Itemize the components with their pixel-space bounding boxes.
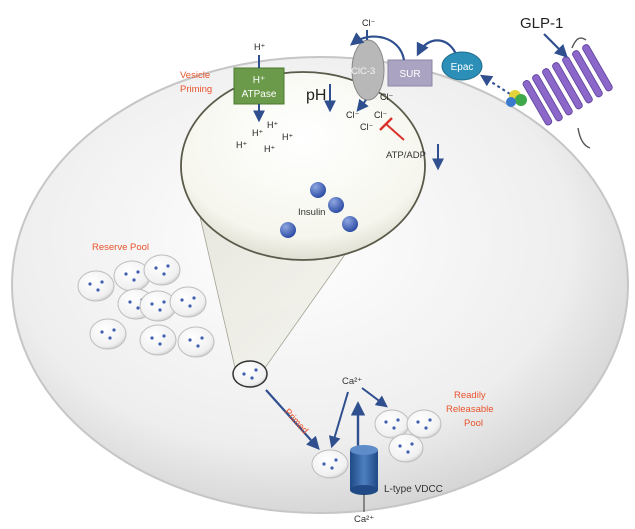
sur-to-clc3-arrow — [349, 32, 406, 61]
docked-vesicle — [311, 449, 349, 479]
cl-ion-1: Cl⁻ — [380, 92, 393, 102]
reserve-pool — [77, 254, 215, 358]
cl-ion-top: Cl⁻ — [362, 18, 375, 28]
vesicle — [169, 286, 207, 318]
ca-to-rrp-arrow — [361, 387, 388, 408]
vesicle — [177, 326, 215, 358]
vesicle — [143, 254, 181, 286]
h-ion-1: H⁺ — [267, 120, 278, 130]
ca-label-inside: Ca²⁺ — [342, 376, 362, 387]
vesicle — [388, 433, 424, 463]
insulin-granule — [310, 182, 326, 198]
h-atpase-pump: H⁺ ATPase — [233, 67, 285, 105]
glp1-binding-arrow — [543, 33, 568, 58]
glp1-receptor — [522, 37, 613, 149]
vesicle — [113, 260, 151, 292]
readily-releasable-label-line2: Releasable — [446, 404, 494, 415]
epac-protein — [441, 51, 483, 81]
sur-label: SUR — [399, 69, 420, 80]
h-ion-outside: H⁺ — [254, 42, 265, 52]
vdcc-label: L-type VDCC — [384, 484, 443, 495]
vesicle — [89, 318, 127, 350]
vesicle — [406, 409, 442, 439]
insulin-granule — [328, 197, 344, 213]
cl-ion-4: Cl⁻ — [360, 122, 373, 132]
vesicle — [77, 270, 115, 302]
zoomed-vesicle — [180, 71, 426, 261]
primed-vesicle-source — [232, 360, 268, 388]
vesicle-priming-label-line1: Vesicle — [180, 70, 210, 81]
h-ion-3: H⁺ — [282, 132, 293, 142]
reserve-pool-label: Reserve Pool — [92, 242, 149, 253]
h-ion-2: H⁺ — [252, 128, 263, 138]
glp1-label: GLP-1 — [520, 15, 563, 32]
insulin-granule — [280, 222, 296, 238]
atp-adp-label: ATP/ADP — [386, 150, 426, 161]
h-ion-4: H⁺ — [236, 140, 247, 150]
vesicle — [139, 324, 177, 356]
clc3-label: ClC-3 — [351, 66, 375, 77]
readily-releasable-label-line3: Pool — [464, 418, 483, 429]
insulin-granule — [342, 216, 358, 232]
sur-block — [387, 59, 433, 87]
readily-releasable-pool — [374, 409, 442, 463]
atp-adp-inhibition-line — [385, 123, 405, 141]
cl-influx-arrow — [356, 98, 369, 112]
cAMP-signal-dashed-arrow — [479, 74, 511, 95]
primed-arrow — [265, 389, 320, 450]
l-type-vdcc-channel — [350, 445, 378, 495]
cl-ion-3: Cl⁻ — [374, 110, 387, 120]
g-protein — [506, 90, 527, 107]
insulin-label: Insulin — [298, 207, 325, 218]
ca-label-outside: Ca²⁺ — [354, 514, 374, 525]
readily-releasable-label-line1: Readily — [454, 390, 486, 401]
ca-to-docked-arrow — [328, 391, 349, 449]
epac-label: Epac — [451, 62, 474, 73]
atp-adp-inhibition-bar — [379, 117, 393, 131]
h-ion-5: H⁺ — [264, 144, 275, 154]
ph-label: pH — [306, 87, 326, 104]
vesicle-priming-label-line2: Priming — [180, 84, 212, 95]
cl-ion-2: Cl⁻ — [346, 110, 359, 120]
h-atpase-label-line2: ATPase — [242, 89, 277, 100]
h-atpase-label-line1: H⁺ — [253, 75, 266, 86]
